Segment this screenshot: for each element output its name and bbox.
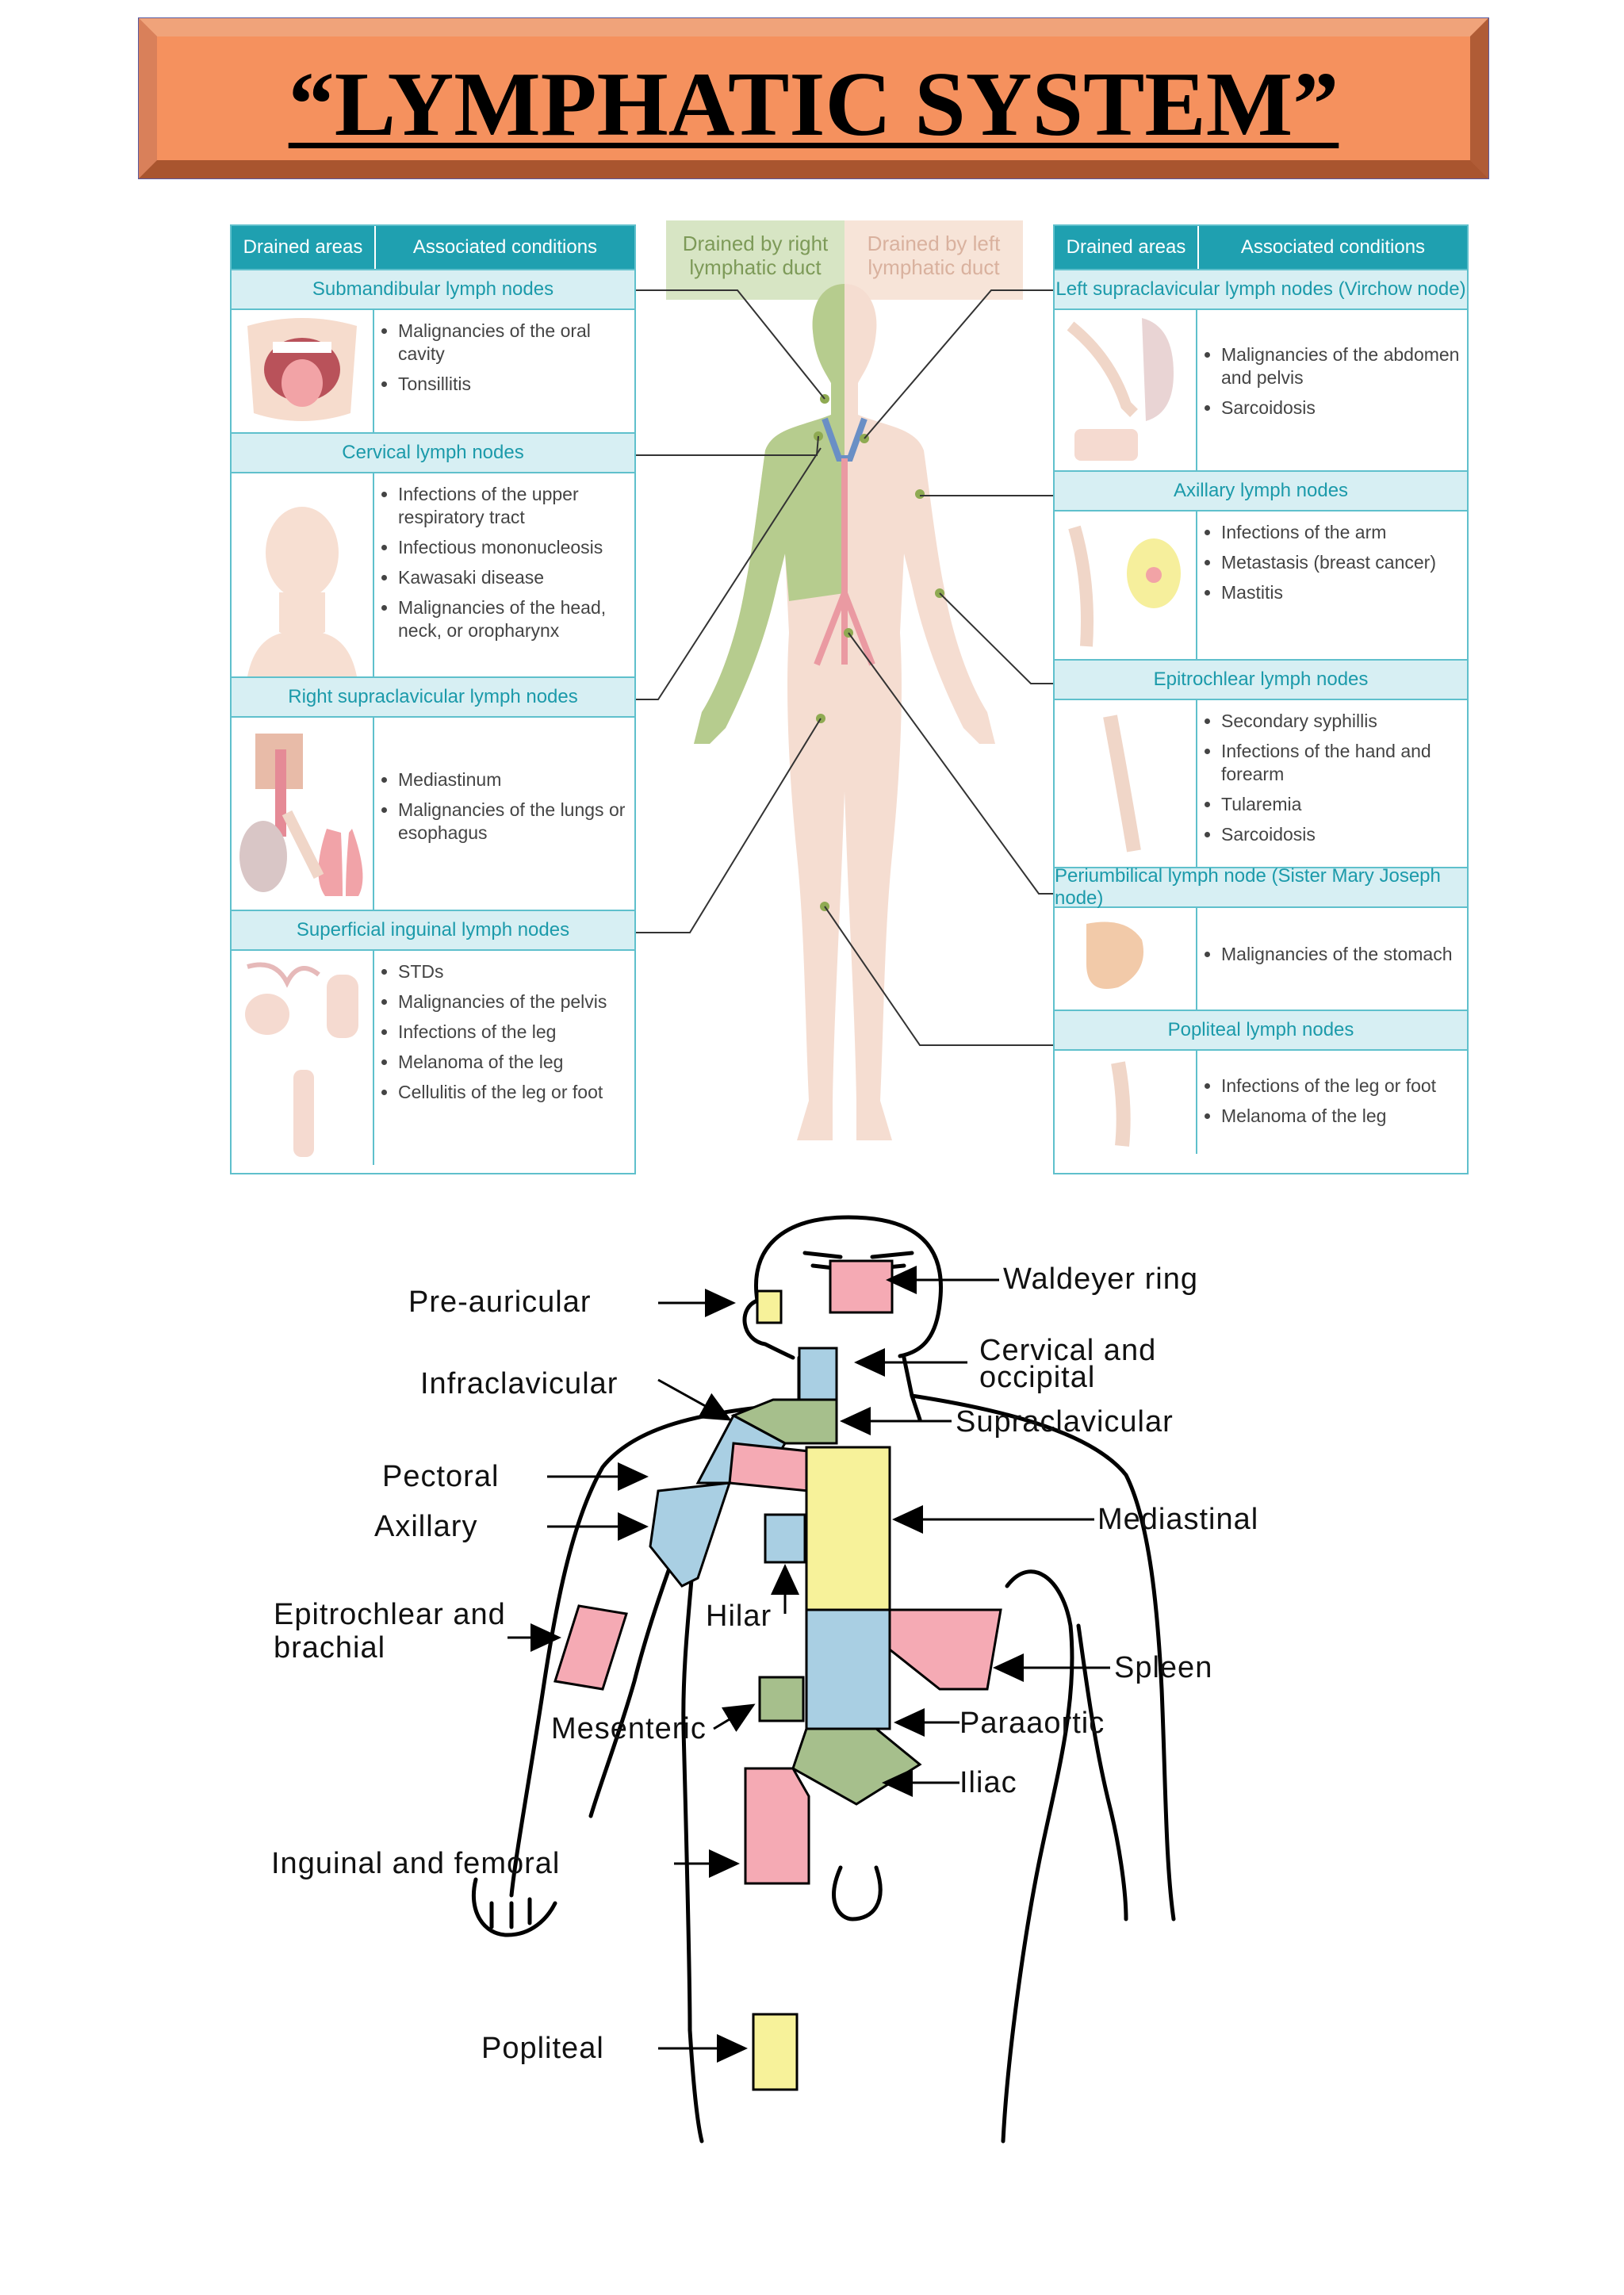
condition-item: Mastitis [1221,581,1461,604]
table-header: Drained areas Associated conditions [232,226,634,269]
popliteal-region [752,2013,799,2091]
section-title-axillary: Axillary lymph nodes [1055,470,1467,511]
section-title-left-supraclavicular: Left supraclavicular lymph nodes (Vircho… [1055,269,1467,310]
condition-item: Melanoma of the leg [398,1051,628,1074]
section-axillary: Infections of the arm Metastasis (breast… [1055,511,1467,659]
header-drained-areas: Drained areas [1055,226,1199,269]
pelvis-leg-icon [232,951,374,1165]
label-paraaortic: Paraaortic [959,1707,1105,1740]
table-header: Drained areas Associated conditions [1055,226,1467,269]
spleen-region [888,1608,1002,1691]
section-epitrochlear: Secondary syphillis Infections of the ha… [1055,700,1467,867]
condition-item: Sarcoidosis [1221,823,1461,846]
condition-item: Malignancies of the abdomen and pelvis [1221,343,1461,389]
inguinal-region [744,1767,810,1885]
condition-item: Infections of the upper respiratory trac… [398,483,628,529]
section-title-right-supraclavicular: Right supraclavicular lymph nodes [232,676,634,718]
head-icon [232,473,374,676]
connector-lines [636,289,1055,1046]
lower-leg-icon [1055,1051,1197,1154]
condition-item: Infections of the leg [398,1021,628,1044]
mouth-icon [232,310,374,432]
condition-item: Malignancies of the pelvis [398,990,628,1013]
section-popliteal: Infections of the leg or foot Melanoma o… [1055,1051,1467,1154]
label-infraclavicular: Infraclavicular [420,1367,619,1400]
page-title: “LYMPHATIC SYSTEM” [288,54,1339,155]
banner-frame [138,17,1489,179]
label-waldeyer-ring: Waldeyer ring [1003,1262,1199,1296]
chest-lungs-icon [232,718,374,910]
condition-item: Malignancies of the lungs or esophagus [398,799,628,845]
hilar-region [764,1513,806,1564]
condition-item: STDs [398,960,628,983]
section-periumbilical: Malignancies of the stomach [1055,908,1467,1010]
condition-item: Infections of the leg or foot [1221,1075,1461,1098]
section-title-epitrochlear: Epitrochlear lymph nodes [1055,659,1467,700]
condition-item: Mediastinum [398,768,628,791]
left-duct-label: Drained by left lymphatic duct [867,232,1001,279]
condition-item: Malignancies of the head, neck, or oroph… [398,596,628,642]
section-superficial-inguinal: STDs Malignancies of the pelvis Infectio… [232,951,634,1165]
section-cervical: Infections of the upper respiratory trac… [232,473,634,676]
pre-auricular-region [756,1289,783,1324]
label-axillary: Axillary [374,1510,478,1543]
label-mesenteric: Mesenteric [551,1712,707,1745]
lymph-node-regions-diagram: Pre-auricular Waldeyer ring Infraclavicu… [254,1205,1364,2157]
section-title-periumbilical: Periumbilical lymph node (Sister Mary Jo… [1055,865,1467,909]
section-title-submandibular: Submandibular lymph nodes [232,269,634,310]
title-banner: “LYMPHATIC SYSTEM” [138,17,1489,179]
condition-item: Tularemia [1221,793,1461,816]
left-conditions-table: Drained areas Associated conditions Subm… [230,224,636,1174]
condition-item: Infections of the arm [1221,521,1461,544]
stomach-icon [1055,908,1197,1010]
label-iliac: Iliac [959,1766,1017,1799]
label-supraclavicular: Supraclavicular [956,1405,1174,1439]
label-arrows [508,1266,1110,2063]
abdomen-icon [1055,310,1197,470]
lymphatic-drainage-figure: Drained by right lymphatic duct Drained … [634,220,1055,1168]
condition-item: Infections of the hand and forearm [1221,740,1461,786]
condition-item: Metastasis (breast cancer) [1221,551,1461,574]
label-epitrochlear-brachial: Epitrochlear and brachial [274,1598,506,1665]
label-mediastinal: Mediastinal [1097,1503,1259,1536]
condition-item: Infectious mononucleosis [398,536,628,559]
condition-item: Melanoma of the leg [1221,1105,1461,1128]
header-associated-conditions: Associated conditions [412,236,598,258]
condition-item: Kawasaki disease [398,566,628,589]
waldeyer-ring-region [829,1259,894,1314]
header-associated-conditions: Associated conditions [1240,236,1426,258]
right-duct-label: Drained by right lymphatic duct [682,232,829,279]
section-submandibular: Malignancies of the oral cavity Tonsilli… [232,310,634,432]
right-conditions-table: Drained areas Associated conditions Left… [1053,224,1469,1174]
paraaortic-region [805,1608,891,1730]
label-pre-auricular: Pre-auricular [408,1285,592,1319]
axillary-region [649,1481,732,1588]
label-hilar: Hilar [706,1600,772,1633]
label-spleen: Spleen [1114,1651,1213,1684]
header-drained-areas: Drained areas [232,226,376,269]
mesenteric-region [758,1676,805,1722]
label-popliteal: Popliteal [481,2032,604,2065]
epitrochlear-region [553,1604,628,1691]
condition-item: Malignancies of the oral cavity [398,320,628,366]
label-cervical-occipital: Cervical and occipital [979,1334,1157,1394]
section-title-cervical: Cervical lymph nodes [232,432,634,473]
section-right-supraclavicular: Mediastinum Malignancies of the lungs or… [232,718,634,910]
section-left-supraclavicular: Malignancies of the abdomen and pelvis S… [1055,310,1467,470]
condition-item: Malignancies of the stomach [1221,943,1461,966]
section-title-popliteal: Popliteal lymph nodes [1055,1010,1467,1051]
label-inguinal-femoral: Inguinal and femoral [271,1847,561,1880]
arm-breast-icon [1055,511,1197,659]
condition-item: Secondary syphillis [1221,710,1461,733]
forearm-icon [1055,700,1197,867]
mediastinal-region [805,1446,891,1611]
condition-item: Sarcoidosis [1221,397,1461,420]
condition-item: Tonsillitis [398,373,628,396]
label-pectoral: Pectoral [382,1460,500,1493]
condition-item: Cellulitis of the leg or foot [398,1081,628,1104]
section-title-superficial-inguinal: Superficial inguinal lymph nodes [232,910,634,951]
